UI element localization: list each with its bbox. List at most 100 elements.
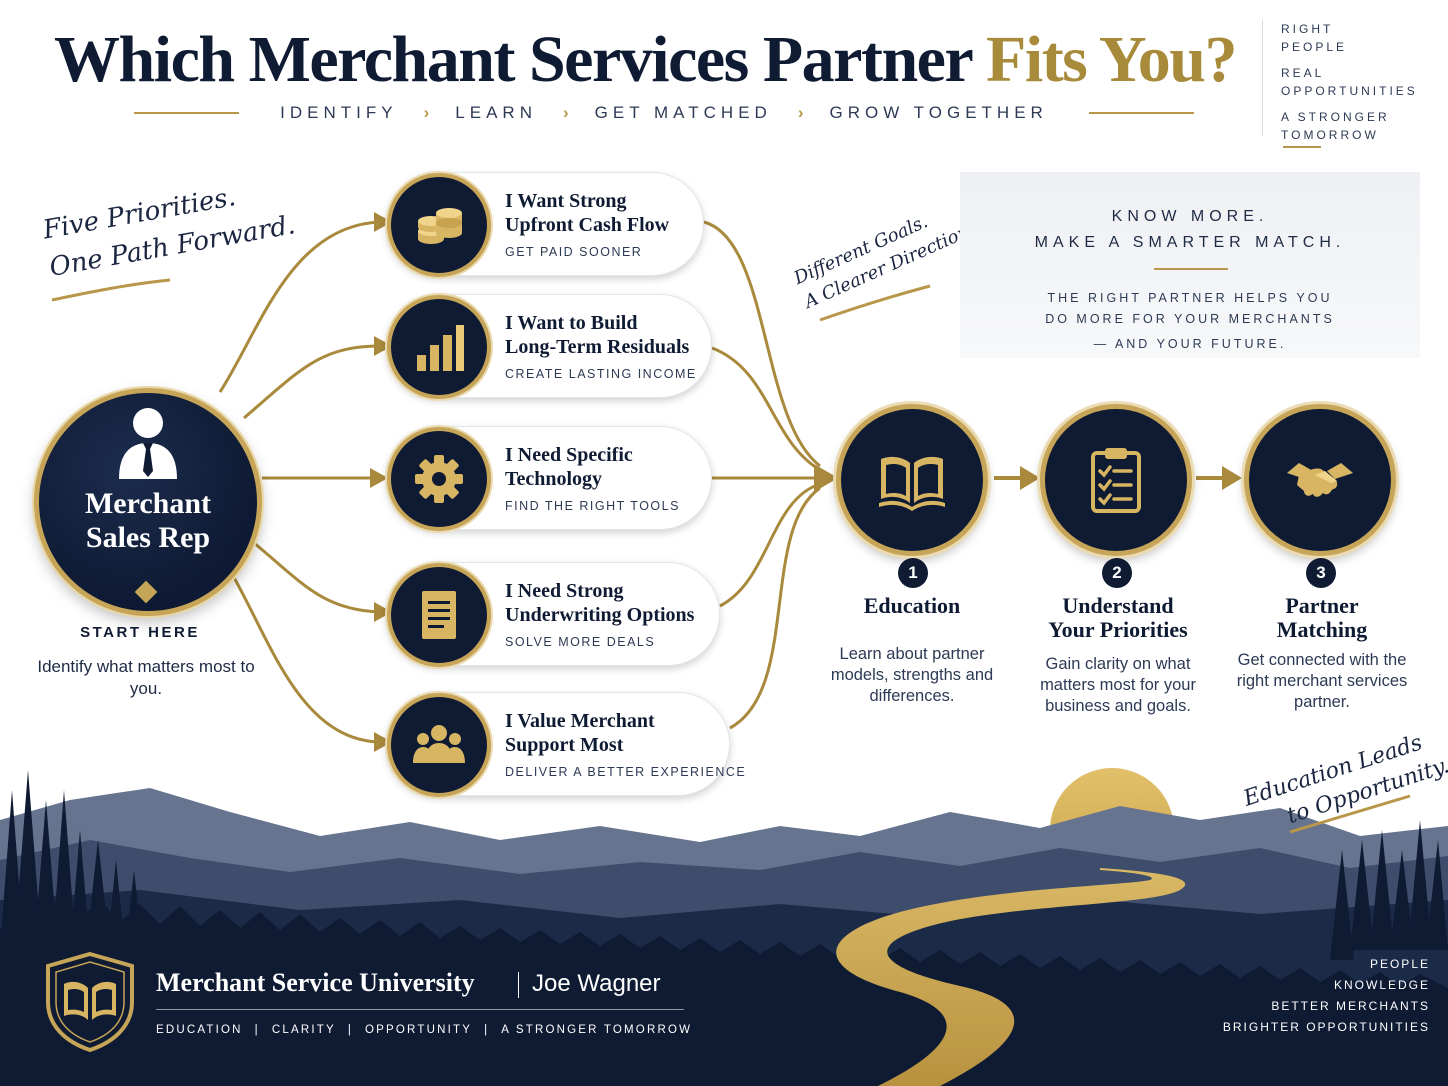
priority-title-line2: Underwriting Options (505, 604, 695, 626)
chevron-right-icon: › (562, 103, 569, 122)
icon-circle (387, 693, 491, 797)
icon-circle (387, 295, 491, 399)
step-get-matched: GET MATCHED (594, 103, 772, 122)
bar-chart-icon (417, 325, 464, 371)
know-more-line3: THE RIGHT PARTNER HELPS YOU (1047, 291, 1333, 305)
brand-name: Merchant Service University (156, 968, 475, 997)
goals-swash (819, 284, 931, 322)
partner-matching-step-circle (1244, 404, 1396, 556)
gear-icon (415, 455, 463, 503)
icon-circle (387, 427, 491, 531)
corner-line: A STRONGER (1281, 110, 1390, 124)
priorities-step-circle (1040, 404, 1192, 556)
tagline-separator: | (254, 1024, 260, 1036)
open-book-icon (879, 456, 945, 511)
priority-subtitle: DELIVER A BETTER EXPERIENCE (505, 765, 747, 779)
corner-line: REAL (1281, 66, 1325, 80)
step-arrows (994, 466, 1242, 490)
clipboard-checklist-icon (1091, 448, 1141, 513)
brand-author: Joe Wagner (532, 970, 661, 997)
step-title-line1: Partner (1285, 593, 1359, 618)
chevron-right-icon: › (797, 103, 804, 122)
know-more-line4: DO MORE FOR YOUR MERCHANTS (1045, 312, 1335, 326)
person-icon (119, 408, 177, 479)
icon-circle (387, 173, 491, 277)
priority-subtitle: CREATE LASTING INCOME (505, 367, 697, 381)
footer-tagline: EDUCATION|CLARITY|OPPORTUNITY|A STRONGER… (156, 1024, 692, 1036)
page-title: Which Merchant Services Partner Fits You… (0, 22, 1290, 98)
process-steps-bar: IDENTIFY › LEARN › GET MATCHED › GROW TO… (134, 100, 1194, 126)
priority-title-line2: Long-Term Residuals (505, 336, 690, 358)
step-grow-together: GROW TOGETHER (829, 103, 1048, 122)
step-identify: IDENTIFY (280, 103, 398, 122)
title-accent: Fits You? (986, 23, 1237, 96)
tagline-item: A STRONGER TOMORROW (501, 1024, 693, 1036)
priority-title-line2: Technology (505, 468, 603, 490)
left-rule (134, 112, 239, 114)
right-list-item: BETTER MERCHANTS (1271, 999, 1430, 1013)
corner-rule (1283, 146, 1321, 148)
priority-title-line1: I Value Merchant (505, 710, 655, 732)
pill-connectors (703, 220, 821, 730)
step-description: Learn about partner models, strengths an… (830, 645, 994, 705)
rep-label: Merchant Sales Rep (84, 487, 212, 554)
forest-band (0, 896, 1448, 1086)
merchant-sales-rep-node: Merchant Sales Rep (34, 388, 262, 616)
know-more-line5: — AND YOUR FUTURE. (1093, 337, 1287, 351)
know-more-line1: KNOW MORE. (1111, 208, 1269, 225)
coins-icon (418, 208, 462, 244)
step-title: Education (812, 594, 1012, 618)
corner-tagline: RIGHT PEOPLE REAL OPPORTUNITIES A STRONG… (1262, 20, 1442, 148)
know-more-rule (1154, 268, 1228, 270)
footer-right-list: PEOPLE KNOWLEDGE BETTER MERCHANTS BRIGHT… (1223, 954, 1430, 1038)
priority-title-line1: I Need Strong (505, 580, 624, 602)
step-number: 2 (1102, 558, 1132, 588)
know-more-line2: MAKE A SMARTER MATCH. (1034, 234, 1346, 251)
chevron-right-icon: › (423, 103, 430, 122)
step-title-line2: Your Priorities (1048, 617, 1188, 642)
start-description: Identify what matters most to you. (37, 657, 255, 698)
shield-book-logo (46, 951, 134, 1053)
priority-title-line1: I Need Specific (505, 444, 633, 466)
handshake-icon (1287, 463, 1353, 497)
corner-line: RIGHT (1281, 22, 1334, 36)
tagline-item: EDUCATION (156, 1024, 243, 1036)
right-list-item: BRIGHTER OPPORTUNITIES (1222, 1020, 1430, 1034)
priority-title-line2: Upfront Cash Flow (505, 214, 670, 236)
step-title-line1: Understand (1062, 593, 1174, 618)
rep-connectors (218, 220, 381, 744)
step-title-line2: Matching (1276, 617, 1368, 642)
step-learn: LEARN (455, 103, 537, 122)
winding-road (836, 868, 1186, 1086)
right-list-item: KNOWLEDGE (1333, 978, 1430, 992)
right-rule (1089, 112, 1194, 114)
know-more-body: THE RIGHT PARTNER HELPS YOU DO MORE FOR Y… (960, 288, 1420, 355)
brand-rule (156, 1009, 684, 1010)
priority-title-line1: I Want to Build (505, 312, 638, 334)
priorities-swash (51, 278, 171, 302)
priority-title-line2: Support Most (505, 734, 624, 756)
education-arrow (814, 464, 838, 492)
education-swash (1289, 794, 1411, 834)
priority-subtitle: FIND THE RIGHT TOOLS (505, 499, 680, 513)
step-description: Gain clarity on what matters most for yo… (1040, 655, 1196, 715)
document-icon (422, 591, 456, 639)
brand-separator (518, 972, 519, 998)
priority-title-line1: I Want Strong (505, 190, 627, 212)
corner-line: PEOPLE (1281, 40, 1348, 54)
step-description: Get connected with the right merchant se… (1236, 651, 1408, 711)
tagline-separator: | (347, 1024, 354, 1036)
